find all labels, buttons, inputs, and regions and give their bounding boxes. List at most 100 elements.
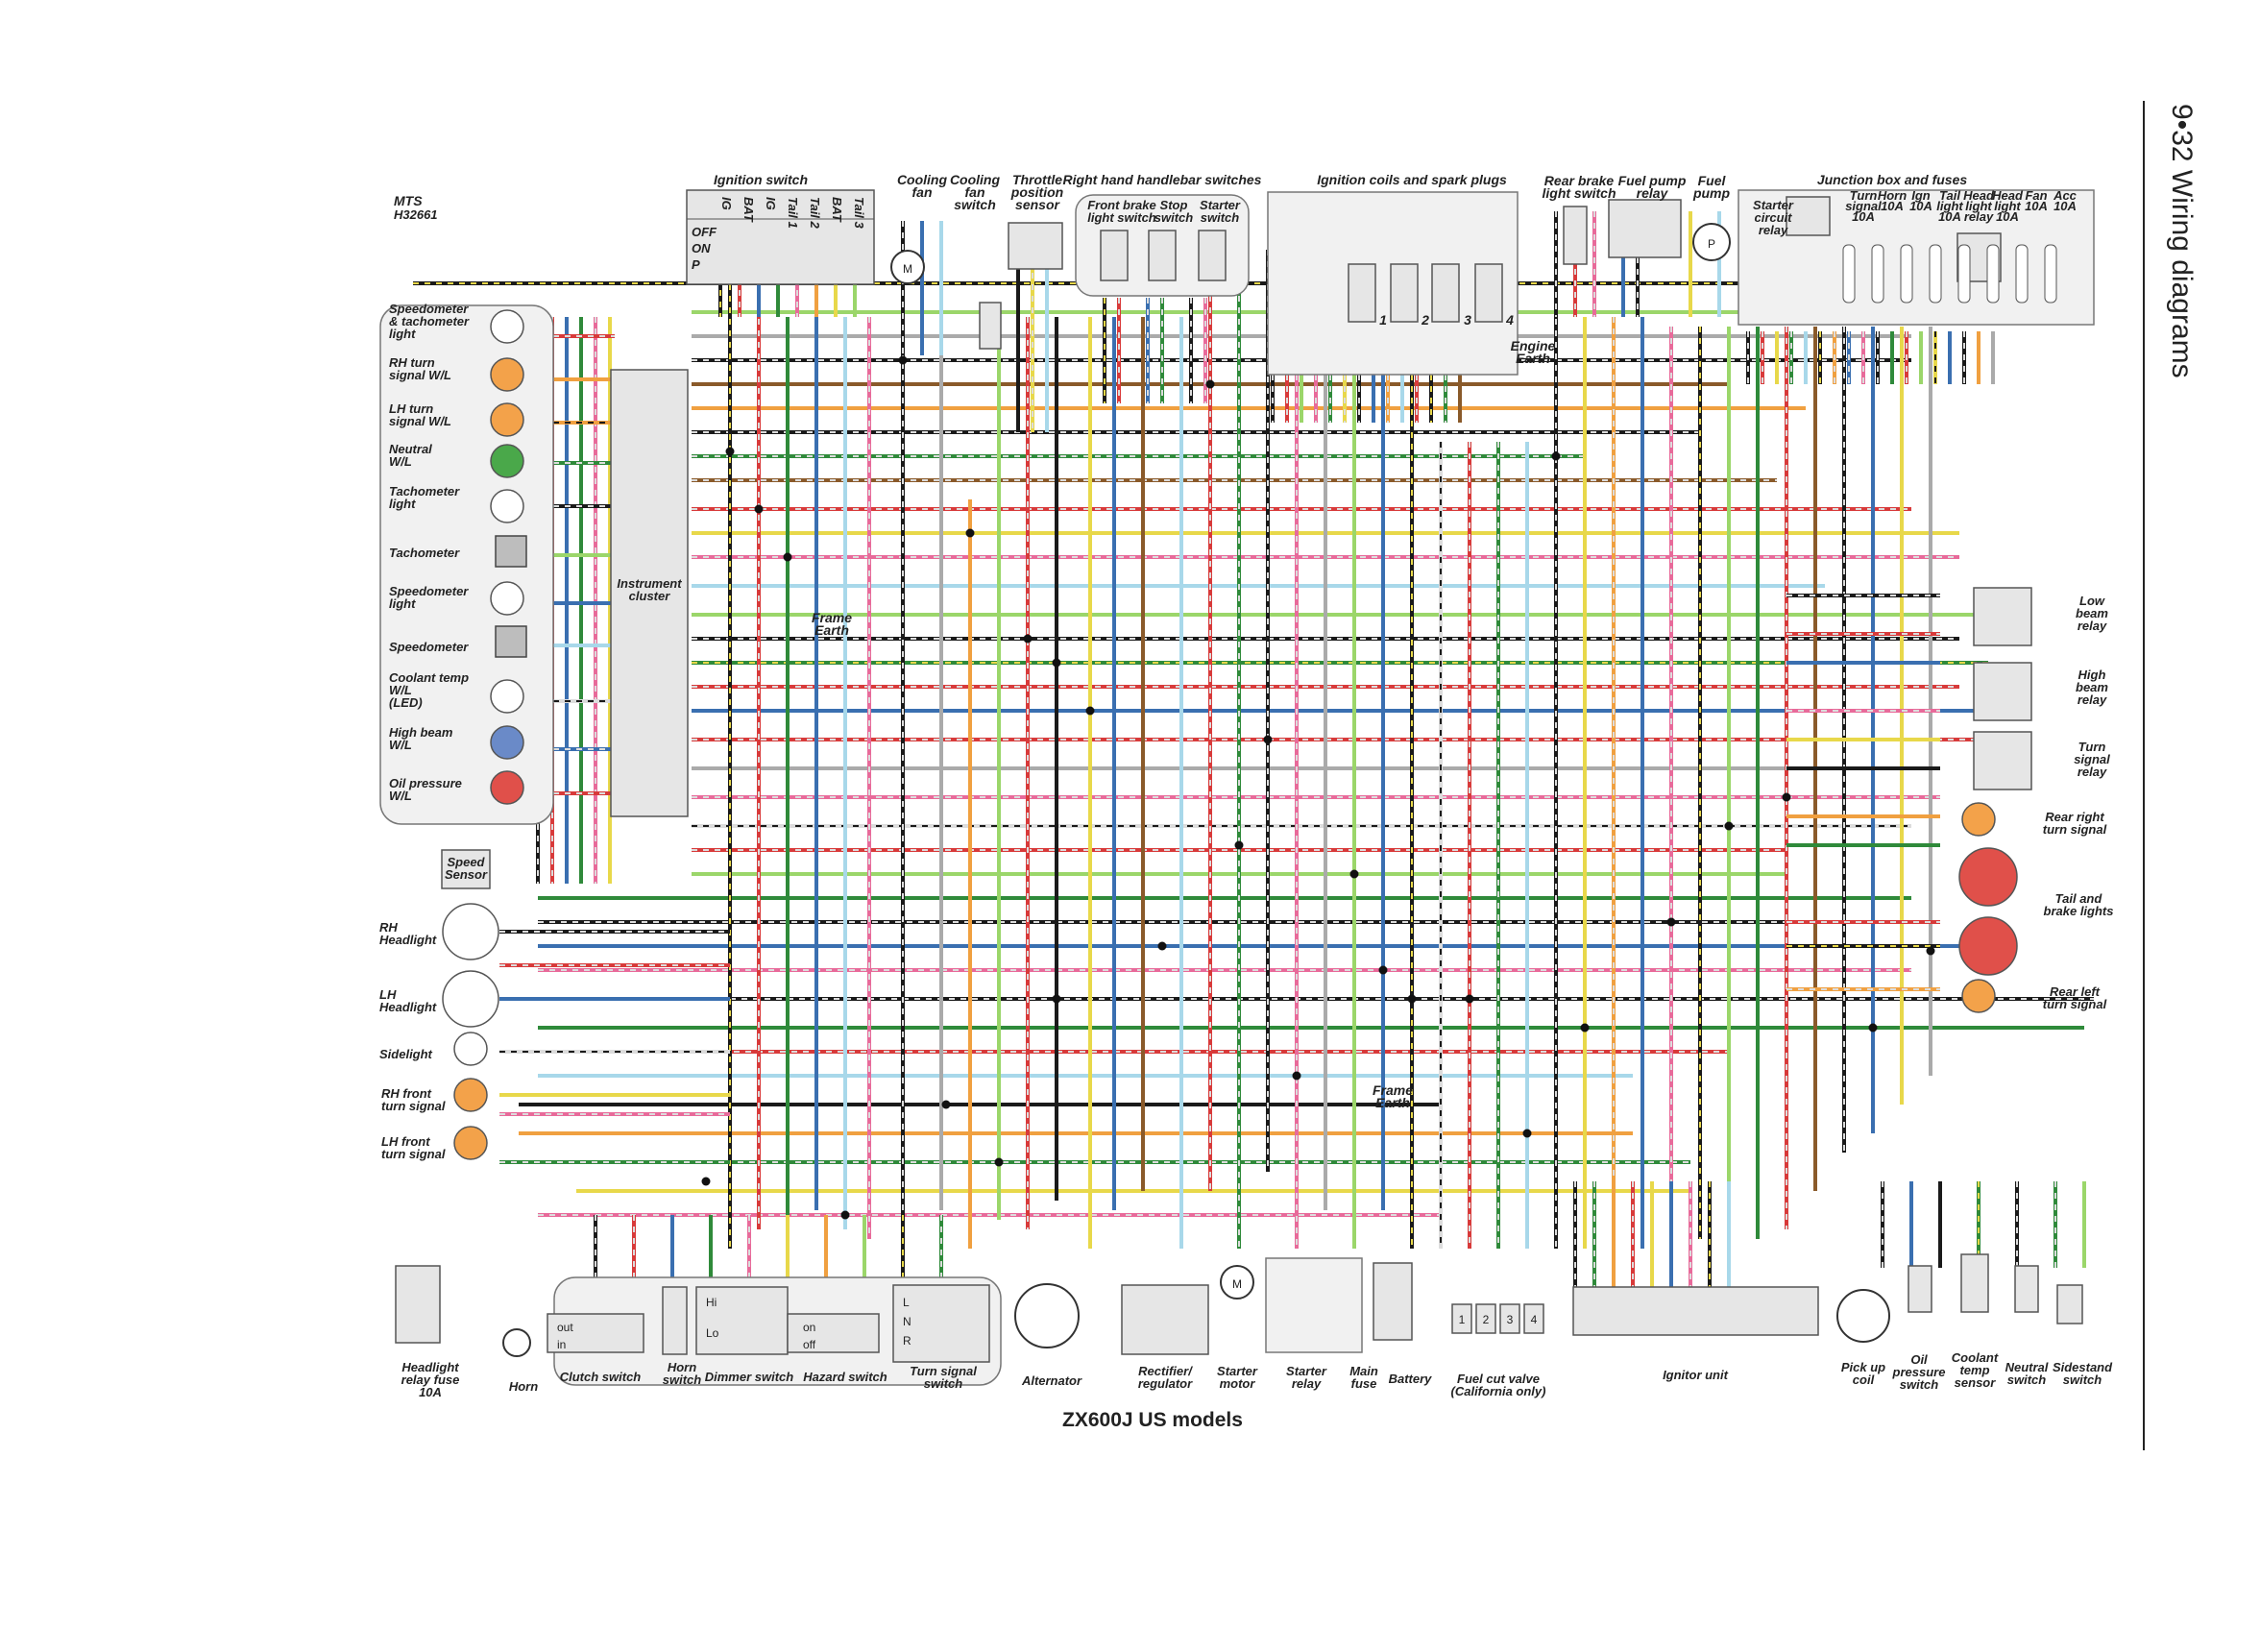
ignition-row-label: P [692, 257, 700, 272]
ignition-column-label: BAT [741, 197, 756, 223]
starter-motor-label: motor [1220, 1376, 1256, 1391]
instrument-label: Tachometer [389, 546, 460, 560]
fuse-label: Head [1992, 188, 2024, 203]
sidelight-label: Sidelight [379, 1047, 433, 1061]
battery-label: Battery [1389, 1372, 1433, 1386]
ignitor-unit [1572, 1286, 1819, 1336]
horn-switch-label: switch [663, 1373, 702, 1387]
rh-headlight-bulb-icon [442, 903, 499, 960]
code-num: H32661 [394, 207, 438, 222]
fuse-icon [1871, 244, 1884, 304]
instrument-cluster [610, 369, 689, 817]
stop-switch-label: Stop [1160, 198, 1188, 212]
oil-pressure-switch-label: switch [1900, 1377, 1939, 1392]
fuse-label: light [1936, 199, 1963, 213]
junction-dot [783, 552, 792, 562]
instrument-label: signal W/L [389, 368, 451, 382]
junction-dot [1349, 869, 1359, 879]
fuel-cut-valve [1499, 1303, 1520, 1334]
starter-relay-label: relay [1292, 1376, 1322, 1391]
starter-switch-label: switch [1201, 210, 1240, 225]
ignition-coil-icon [1348, 263, 1376, 323]
bulb-icon [490, 444, 524, 478]
fuse-label: Horn [1878, 188, 1907, 203]
oil-pressure-switch-label: Oil [1910, 1352, 1928, 1367]
ignition-column-label: Tail 3 [852, 197, 866, 230]
lh-front-turn-bulb-icon [453, 1126, 488, 1160]
tail-light-bulb-icon [1958, 847, 2018, 907]
starter-motor-label: Starter [1217, 1364, 1258, 1378]
low-beam-relay-label: Low [2079, 594, 2105, 608]
fuel-cut-valve [1523, 1303, 1544, 1334]
coolant-temp-sensor-label: temp [1959, 1363, 1989, 1377]
fuse-label: 10A [2053, 199, 2077, 213]
pump-letter: P [1708, 237, 1715, 251]
instrument-label: (LED) [389, 695, 423, 710]
engine-earth-label: Engine [1511, 338, 1556, 353]
pickup-coil-label: coil [1853, 1373, 1875, 1387]
turn-signal-switch-label: switch [924, 1376, 963, 1391]
fuel-cut-number: 3 [1507, 1313, 1514, 1326]
oil-pressure-switch-label: pressure [1892, 1365, 1946, 1379]
frame-earth-label: Earth [814, 622, 849, 638]
junction-dot [725, 447, 735, 456]
ignition-switch-label: Ignition switch [714, 172, 808, 187]
rh-front-turn-label: RH front [381, 1086, 432, 1101]
instrument-label: light [389, 327, 416, 341]
cooling-fan-switch-label: Cooling [950, 172, 1001, 187]
throttle-sensor-label: Throttle [1012, 172, 1062, 187]
turn-position: N [903, 1315, 911, 1328]
fuse-label: 10A [1938, 209, 1961, 224]
bulb-icon [490, 489, 524, 523]
fuel-pump-label: Fuel [1698, 173, 1727, 188]
fuel-cut-number: 2 [1483, 1313, 1490, 1326]
fuse-label: relay [1964, 209, 1994, 224]
instrument-label: W/L [389, 789, 412, 803]
junction-dot [754, 504, 764, 514]
instrument-label: Coolant temp [389, 670, 469, 685]
instrument-label: RH turn [389, 355, 435, 370]
cooling-fan-label: Cooling [897, 172, 948, 187]
hazard-position: on [803, 1321, 815, 1334]
hazard-switch [787, 1313, 880, 1353]
high-beam-relay-label: relay [2078, 692, 2107, 707]
fuse-icon [1957, 244, 1971, 304]
alternator-label: Alternator [1021, 1373, 1082, 1388]
fuse-label: 10A [1996, 209, 2019, 224]
starter-circuit-relay-label: circuit [1754, 210, 1792, 225]
ignition-coil-icon [1474, 263, 1503, 323]
coil-number: 2 [1421, 312, 1429, 328]
ignition-column-label: BAT [830, 197, 844, 223]
junction-dot [965, 528, 975, 538]
throttle-sensor-label: position [1010, 184, 1063, 200]
instrument-label: Speedometer [389, 302, 469, 316]
rear-right-turn-label: Rear right [2045, 810, 2104, 824]
cooling-fan-motor-icon [890, 250, 925, 284]
horn-switch-label: Horn [668, 1360, 696, 1374]
junction-dot [1085, 706, 1095, 716]
fuel-pump-relay-label: Fuel pump [1618, 173, 1687, 188]
cooling-fan-switch-label: switch [954, 197, 996, 212]
fuse-label: Turn [1850, 188, 1878, 203]
horn-icon [502, 1328, 531, 1357]
junction-dot [701, 1177, 711, 1186]
battery [1373, 1262, 1413, 1341]
headlight-relay-fuse-label: Headlight [401, 1360, 459, 1374]
fuse-label: Head [1963, 188, 1995, 203]
high-beam-relay-label: beam [2076, 680, 2108, 694]
fuse-icon [1929, 244, 1942, 304]
engine-earth-label: Earth [1516, 351, 1550, 366]
component-layer: MPM [379, 101, 2145, 1450]
handlebar-switch [1198, 230, 1227, 281]
instrument-label: High beam [389, 725, 453, 740]
junction-dot [1522, 1129, 1532, 1138]
clutch-switch [547, 1313, 644, 1353]
starter-relay-label: Starter [1286, 1364, 1327, 1378]
bulb-icon [490, 679, 524, 714]
fuse-label: light [1965, 199, 1992, 213]
lh-front-turn-label: turn signal [381, 1147, 446, 1161]
throttle-position-sensor [1008, 222, 1063, 270]
junction-dot [1666, 917, 1676, 927]
dimmer-position: Hi [706, 1296, 717, 1309]
